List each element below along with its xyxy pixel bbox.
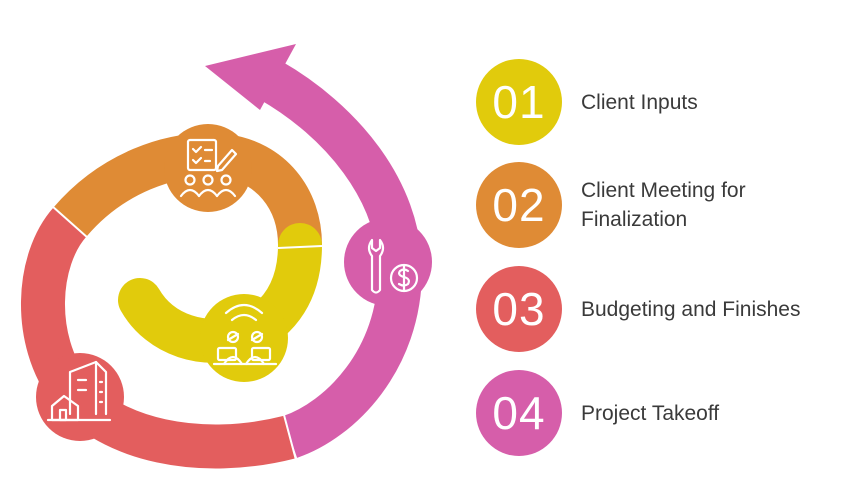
- survey-team-icon: [164, 124, 252, 212]
- wrench-dollar-icon: [344, 218, 432, 306]
- step-number-badge: 02: [476, 162, 562, 248]
- step-label: Project Takeoff: [581, 401, 720, 425]
- buildings-icon: [36, 353, 124, 441]
- step-02: 02 Client Meeting for Finalization: [476, 162, 746, 248]
- step-number-badge: 04: [476, 370, 562, 456]
- step-label: Client Meeting for Finalization: [581, 179, 746, 231]
- step-label: Client Inputs: [581, 90, 698, 114]
- step-03: 03 Budgeting and Finishes: [476, 266, 801, 352]
- step-label: Budgeting and Finishes: [581, 297, 801, 321]
- step-number-badge: 01: [476, 59, 562, 145]
- step-number-badge: 03: [476, 266, 562, 352]
- spiral-diagram: [21, 44, 432, 469]
- meeting-laptops-icon: [200, 294, 288, 382]
- spiral-arrowhead: [205, 44, 296, 110]
- step-04: 04 Project Takeoff: [476, 370, 719, 456]
- step-01: 01 Client Inputs: [476, 59, 698, 145]
